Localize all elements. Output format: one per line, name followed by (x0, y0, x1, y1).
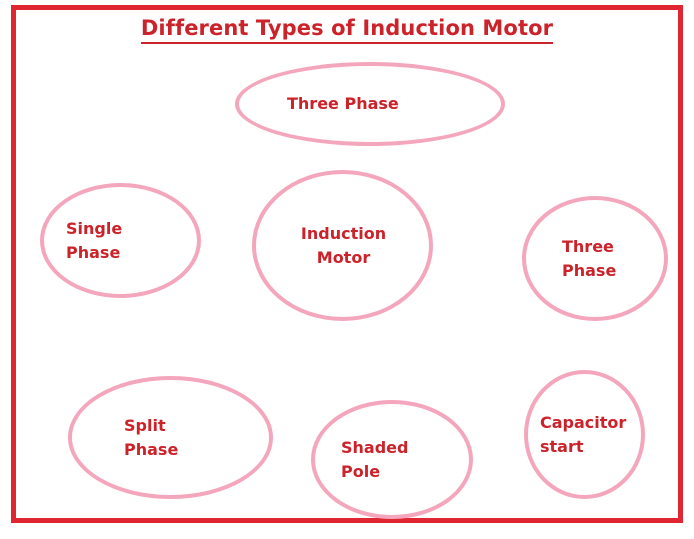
node-three-phase-top[interactable]: Three Phase (235, 62, 505, 146)
diagram-border-frame (11, 5, 683, 523)
node-split-phase[interactable]: Split Phase (68, 376, 273, 499)
node-label-three-phase-top: Three Phase (287, 94, 399, 114)
node-single-phase[interactable]: Single Phase (40, 183, 201, 298)
node-label-split-phase: Split Phase (124, 416, 179, 459)
node-label-single-phase: Single Phase (66, 219, 123, 262)
node-label-three-phase-right: Three Phase (562, 237, 617, 280)
node-label-shaded-pole: Shaded Pole (341, 438, 409, 481)
page-title-text: Different Types of Induction Motor (140, 16, 554, 45)
node-label-capacitor-start: Capacitor start (540, 413, 627, 456)
node-shaded-pole[interactable]: Shaded Pole (311, 400, 473, 519)
node-capacitor-start[interactable]: Capacitor start (524, 370, 645, 499)
node-label-induction-motor: Induction Motor (300, 224, 387, 267)
page-title: Different Types of Induction Motor (0, 16, 694, 45)
node-induction-motor[interactable]: Induction Motor (252, 170, 433, 321)
node-three-phase-right[interactable]: Three Phase (522, 196, 668, 321)
